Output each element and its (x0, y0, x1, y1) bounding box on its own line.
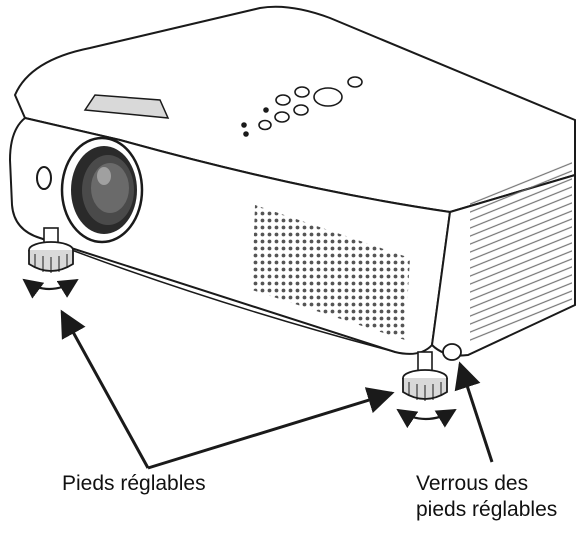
rotate-arrows-left-icon (24, 280, 77, 289)
feet-lock-label-line2: pieds réglables (416, 497, 557, 523)
foot-lock-icon (443, 344, 461, 360)
adjustable-foot-right-icon (403, 352, 447, 401)
feet-lock-label: Verrous des pieds réglables (416, 471, 557, 523)
rotate-arrows-right-icon (398, 410, 455, 419)
feet-lock-label-line1: Verrous des (416, 471, 557, 497)
adjustable-feet-label: Pieds réglables (62, 471, 206, 497)
lens (62, 138, 142, 242)
ir-sensor (37, 167, 51, 189)
